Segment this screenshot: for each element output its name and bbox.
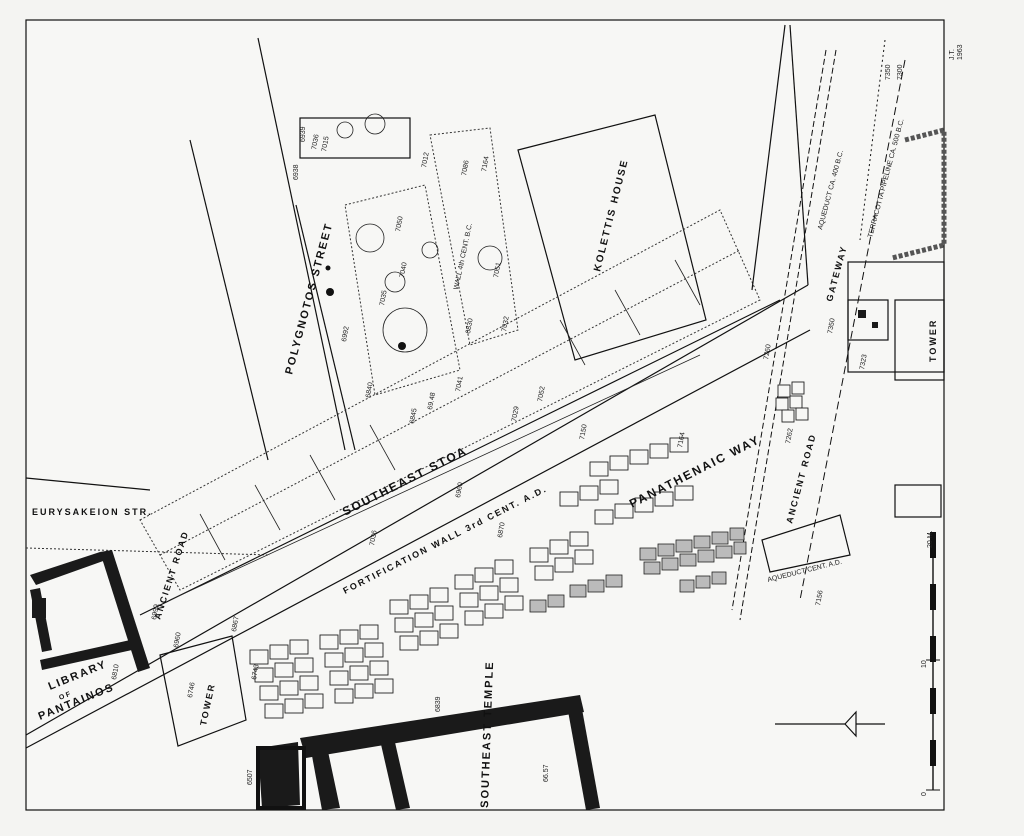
elevation-label: 7036 [369, 530, 379, 547]
elevation-label: 7041 [455, 376, 465, 393]
elevation-label: 7050 [395, 216, 405, 233]
elevation-label: 7164 [481, 156, 491, 173]
southeast-stoa [139, 209, 761, 591]
houses-north [299, 113, 519, 396]
elevation-label: 6840 [365, 382, 375, 399]
elevation-label: 7032 [501, 316, 511, 333]
elevation-label: 7156 [815, 590, 825, 607]
gateway-blocks [775, 381, 809, 423]
aqueduct-building [761, 514, 851, 573]
tower-right-label: TOWER [928, 319, 938, 362]
elevation-label: 7035 [379, 290, 389, 307]
kolettis-house-outline [517, 114, 707, 361]
elevation-label: 7029 [511, 406, 521, 423]
tower-left [159, 635, 247, 747]
small-structure-right [894, 484, 942, 518]
elevation-label: 66.57 [543, 764, 550, 782]
elevation-label: 6746 [187, 682, 197, 699]
northeast-wall [891, 126, 947, 261]
elevation-label: 7164 [677, 432, 687, 449]
corner-note-initials: J.T. [949, 49, 956, 60]
elevation-label: 7262 [785, 428, 795, 445]
eurysakeion-street-lines [25, 477, 271, 556]
scale-bar [926, 532, 940, 791]
elevation-label: 7015 [321, 136, 331, 153]
elevation-label: 7012 [421, 152, 431, 169]
elevation-label: 7051 [493, 262, 503, 279]
elevation-label: 6845 [409, 408, 419, 425]
elevation-label: 7150 [579, 424, 589, 441]
paving-blocks [249, 437, 694, 719]
gateway [751, 24, 945, 373]
library-of-pantainos-walls [30, 550, 150, 672]
elevation-label: 6839 [435, 696, 442, 712]
elevation-label: 7086 [461, 160, 471, 177]
corner-note-year: 1963 [957, 44, 964, 60]
library-of-label: OF [58, 690, 73, 702]
elevation-label: 69.48 [427, 392, 437, 411]
elevation-labels: 6939 7036 7015 6938 7012 7086 7164 7050 … [111, 64, 904, 785]
scale-twenty-label: 20 M. [927, 530, 934, 548]
southeast-temple-walls [256, 695, 600, 810]
elevation-label: 6867 [231, 616, 241, 633]
elevation-label: 6960 [173, 632, 183, 649]
elevation-label: 6810 [111, 664, 121, 681]
fortification-wall [25, 284, 811, 749]
elevation-label: 6960 [455, 482, 465, 499]
elevation-label: 6830 [465, 318, 475, 335]
elevation-label: 7323 [859, 354, 869, 371]
scale-ten-label: 10 [921, 660, 928, 668]
eurysakeion-street-label: EURYSAKEION STR. [32, 507, 153, 517]
scale-zero-label: 0 [921, 792, 928, 796]
elevation-label: 6743 [251, 664, 261, 681]
elevation-label: 7040 [399, 262, 409, 279]
elevation-label: 6938 [293, 164, 300, 180]
elevation-label: 6870 [497, 522, 507, 539]
elevation-label: 7036 [311, 134, 321, 151]
elevation-label: 6999 [151, 604, 161, 621]
elevation-label: 7052 [537, 386, 547, 403]
stippled-blocks [529, 527, 747, 613]
elevation-label: 7260 [763, 344, 773, 361]
elevation-label: 7350 [885, 64, 892, 80]
polygnotos-street-lines [189, 37, 356, 461]
aqueduct-lines [731, 39, 906, 621]
north-arrow [775, 710, 885, 738]
elevation-label: 7300 [897, 64, 904, 80]
elevation-label: 6939 [300, 126, 307, 142]
elevation-label: 6992 [341, 326, 351, 343]
elevation-label: 6507 [247, 769, 254, 785]
southeast-temple-label: SOUTHEAST TEMPLE [479, 660, 496, 808]
elevation-label: 7350 [827, 318, 837, 335]
tower-right [894, 299, 945, 381]
